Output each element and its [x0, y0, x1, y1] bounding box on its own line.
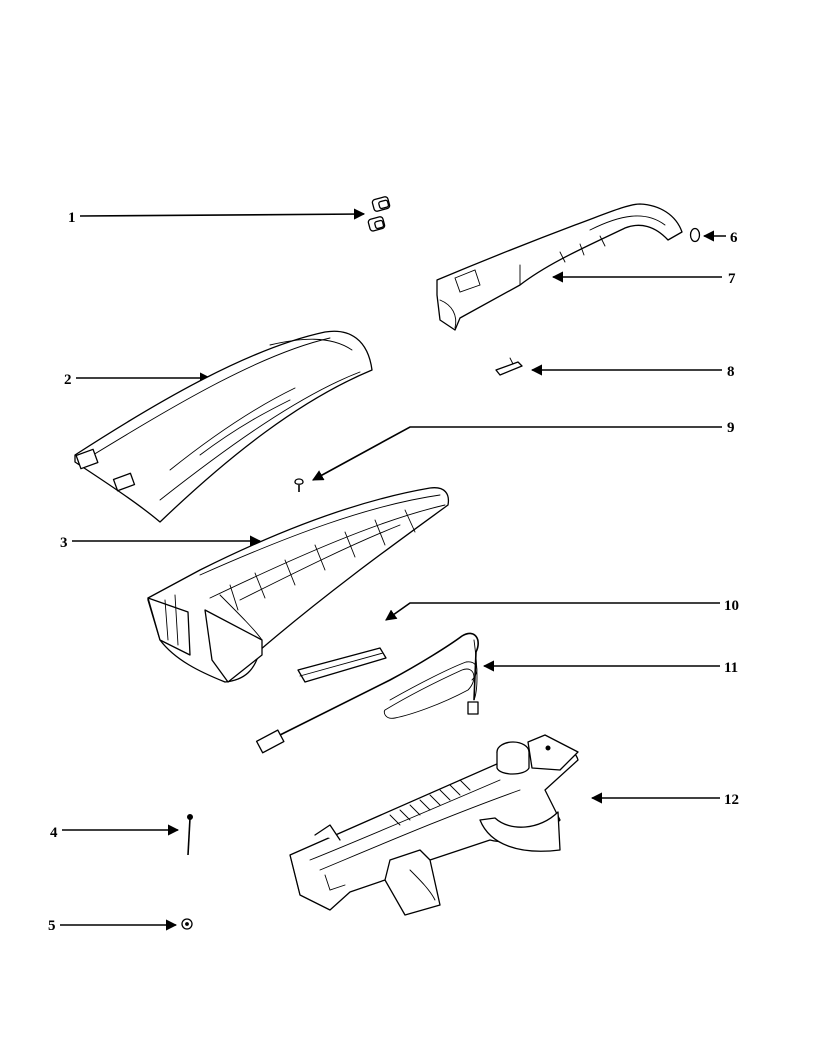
callout-12-label: 12	[724, 792, 739, 808]
callout-9-label: 9	[727, 420, 735, 436]
part-11-heating-element	[255, 632, 479, 754]
part-7-handle	[436, 203, 683, 331]
leader-arrow-10	[385, 602, 720, 621]
part-1-screws	[367, 196, 391, 232]
callout-2-label: 2	[64, 372, 72, 388]
callout-3-label: 3	[60, 535, 68, 551]
callout-1-label: 1	[68, 210, 76, 226]
leader-arrow-9	[312, 426, 722, 481]
callout-11-label: 11	[724, 660, 738, 676]
callout-5-label: 5	[48, 918, 56, 934]
part-9-screw	[294, 478, 304, 492]
part-8-clip	[495, 357, 523, 376]
part-10-filter-strip	[297, 647, 387, 683]
part-4-rod	[187, 814, 193, 856]
callout-10-label: 10	[724, 598, 739, 614]
part-12-base-chassis	[289, 734, 579, 916]
callout-7-label: 7	[728, 271, 736, 287]
part-5-washer	[181, 918, 193, 930]
part-6-ring	[689, 227, 701, 243]
callout-8-label: 8	[727, 364, 735, 380]
callout-4-label: 4	[50, 825, 58, 841]
part-3-lower-housing	[147, 487, 450, 683]
part-2-top-cover	[74, 330, 373, 523]
callout-6-label: 6	[730, 230, 738, 246]
leader-arrow-1	[79, 208, 366, 220]
